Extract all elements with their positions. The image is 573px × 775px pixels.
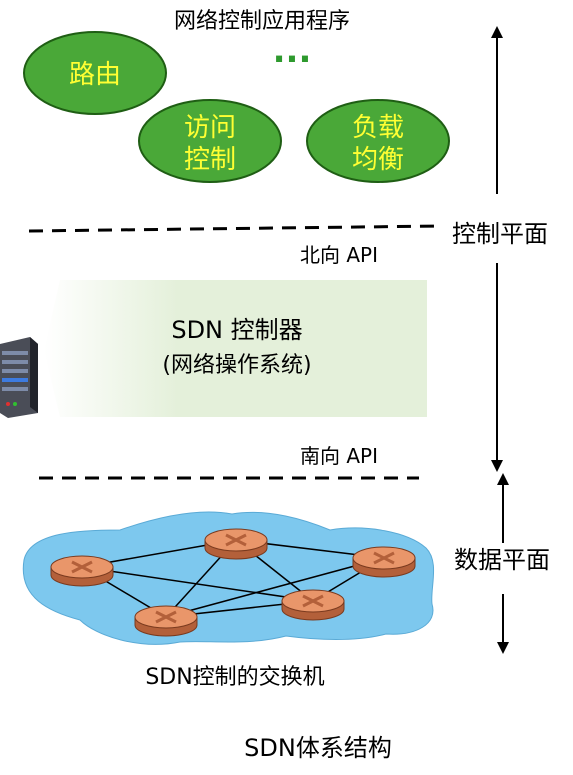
apps-title: 网络控制应用程序 xyxy=(174,9,350,34)
switch-5[interactable] xyxy=(134,605,198,637)
app-access-control-line2: 控制 xyxy=(184,145,236,175)
switches-label: SDN控制的交换机 xyxy=(145,665,324,690)
northbound-api-label: 北向 API xyxy=(300,243,378,267)
app-load-balance-ellipse[interactable] xyxy=(306,99,450,183)
app-routing-label: 路由 xyxy=(69,60,121,90)
figure-caption: SDN体系结构 xyxy=(244,734,392,762)
controller-subtitle: (网络操作系统) xyxy=(162,353,311,378)
switch-1[interactable] xyxy=(50,555,114,587)
app-access-control-ellipse[interactable] xyxy=(138,99,282,183)
control-plane-label: 控制平面 xyxy=(452,220,548,248)
southbound-api-label: 南向 API xyxy=(300,444,378,468)
server-icon xyxy=(0,337,38,418)
switch-2[interactable] xyxy=(204,528,268,560)
apps-ellipsis: ... xyxy=(273,31,312,71)
northbound-divider xyxy=(28,224,443,233)
switch-3[interactable] xyxy=(352,546,416,578)
app-access-control-line1: 访问 xyxy=(184,113,236,143)
app-load-balance-line2: 均衡 xyxy=(352,145,404,175)
app-load-balance-line1: 负载 xyxy=(352,113,404,143)
app-routing-ellipse[interactable] xyxy=(23,31,167,115)
controller-panel xyxy=(44,280,427,417)
controller-title: SDN 控制器 xyxy=(171,316,302,344)
data-plane-label: 数据平面 xyxy=(454,546,550,574)
switch-4[interactable] xyxy=(281,589,345,621)
